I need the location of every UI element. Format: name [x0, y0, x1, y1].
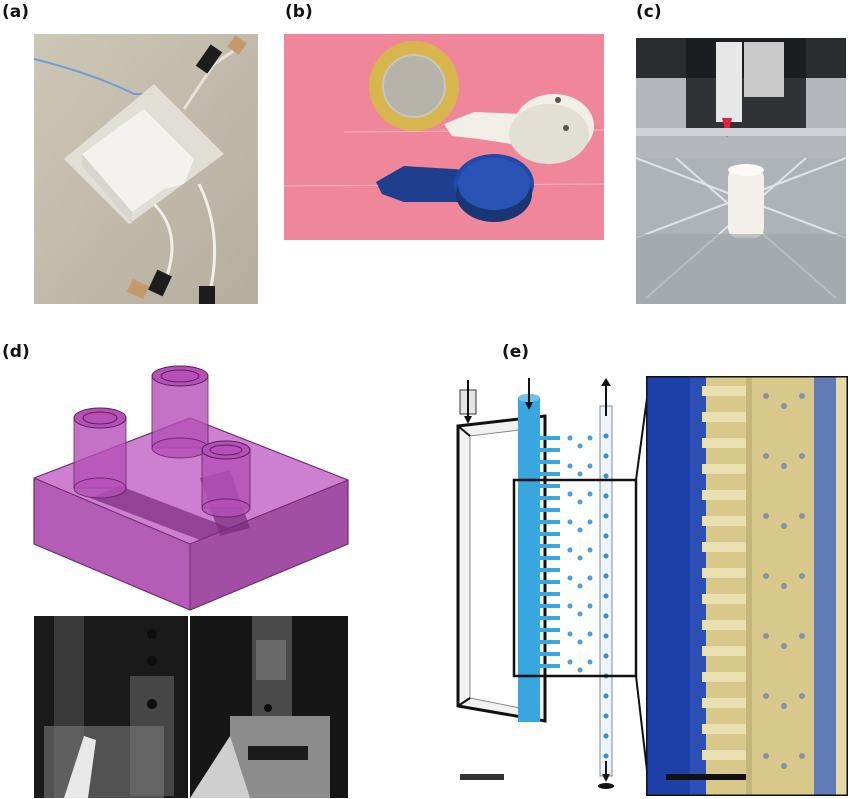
photo-printer-c: [636, 38, 846, 304]
label-panel-c: (c): [636, 2, 662, 22]
render-cad-d: [30, 358, 350, 613]
label-panel-e: (e): [502, 342, 530, 362]
label-panel-b: (b): [285, 2, 313, 22]
schematic-e: [440, 376, 650, 796]
micrograph-e: [646, 376, 848, 796]
photo-chip-left-d: [34, 616, 188, 798]
label-panel-a: (a): [2, 2, 30, 22]
photo-device-a: [34, 34, 258, 304]
photo-parts-b: [284, 34, 604, 240]
photo-chip-right-d: [190, 616, 348, 798]
label-panel-d: (d): [2, 342, 30, 362]
